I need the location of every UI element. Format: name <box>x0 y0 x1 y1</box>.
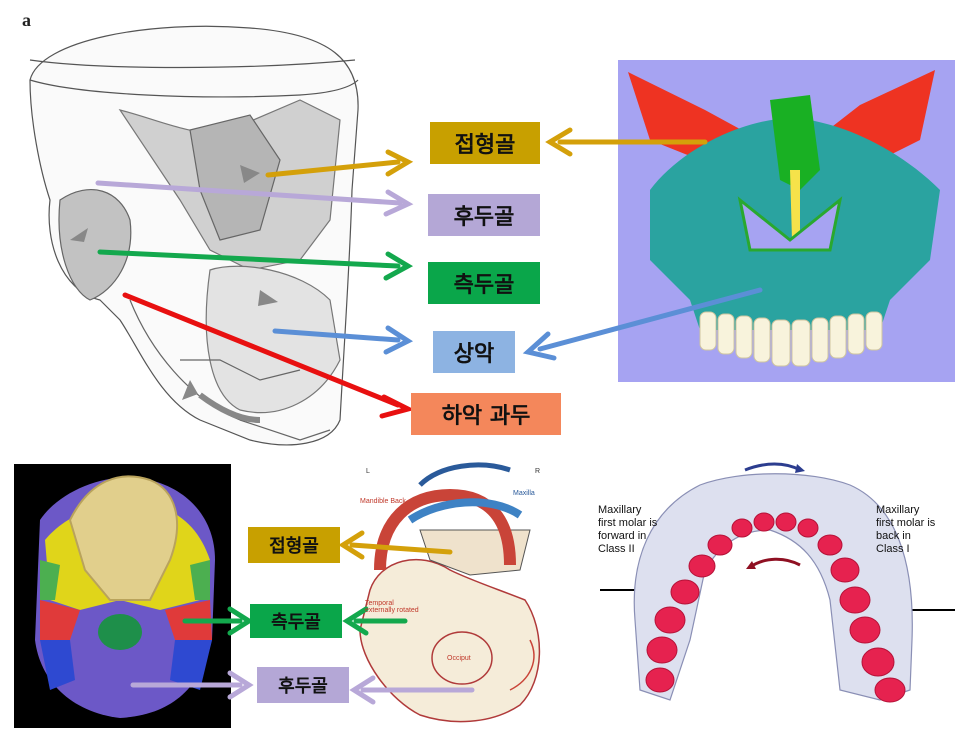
bottom-label-sphenoid-text: 접형골 <box>269 536 319 557</box>
bottom-label-sphenoid: 접형골 <box>248 527 340 563</box>
label-temporal-text: 측두골 <box>453 273 515 298</box>
bottom-label-temporal: 측두골 <box>250 604 342 638</box>
note-left-line: forward in <box>598 530 647 542</box>
panel-letter: a <box>22 10 31 30</box>
note-right: Maxillary first molar is back in Class I <box>876 504 956 556</box>
bottom-label-occipital: 후두골 <box>257 667 349 703</box>
render-3d-maxilla <box>618 60 955 382</box>
label-occipital-text: 후두골 <box>453 205 515 230</box>
note-right-line: Class I <box>876 543 910 555</box>
label-sphenoid-text: 접형골 <box>454 133 516 158</box>
arrows <box>95 127 763 705</box>
note-right-line: Maxillary <box>876 504 920 516</box>
label-sphenoid: 접형골 <box>430 122 540 164</box>
bottom-label-occipital-text: 후두골 <box>278 676 328 697</box>
label-condyle: 하악 과두 <box>411 393 561 435</box>
note-left-line: first molar is <box>598 517 658 529</box>
label-maxilla: 상악 <box>433 331 515 373</box>
note-right-line: first molar is <box>876 517 936 529</box>
note-left-line: Class II <box>598 543 635 555</box>
skull-diagram <box>29 25 359 446</box>
schematic-maxilla: Maxilla <box>513 490 535 497</box>
note-left-line: Maxillary <box>598 504 642 516</box>
label-maxilla-text: 상악 <box>453 342 495 367</box>
label-condyle-text: 하악 과두 <box>441 404 531 429</box>
cranial-schematic <box>359 462 541 723</box>
note-left: Maxillary first molar is forward in Clas… <box>598 504 688 556</box>
schematic-temporal: Temporal externally rotated <box>365 600 419 614</box>
note-right-line: back in <box>876 530 911 542</box>
schematic-right: R <box>535 468 541 475</box>
label-occipital: 후두골 <box>428 194 540 236</box>
dental-arch <box>600 462 955 703</box>
label-temporal: 측두골 <box>428 262 540 304</box>
schematic-occiput: Occiput <box>447 655 471 662</box>
schematic-left: L <box>366 468 370 475</box>
render-cranial-base <box>14 464 231 728</box>
schematic-mandible-back: Mandible Back <box>360 498 406 505</box>
bottom-label-temporal-text: 측두골 <box>271 612 321 633</box>
